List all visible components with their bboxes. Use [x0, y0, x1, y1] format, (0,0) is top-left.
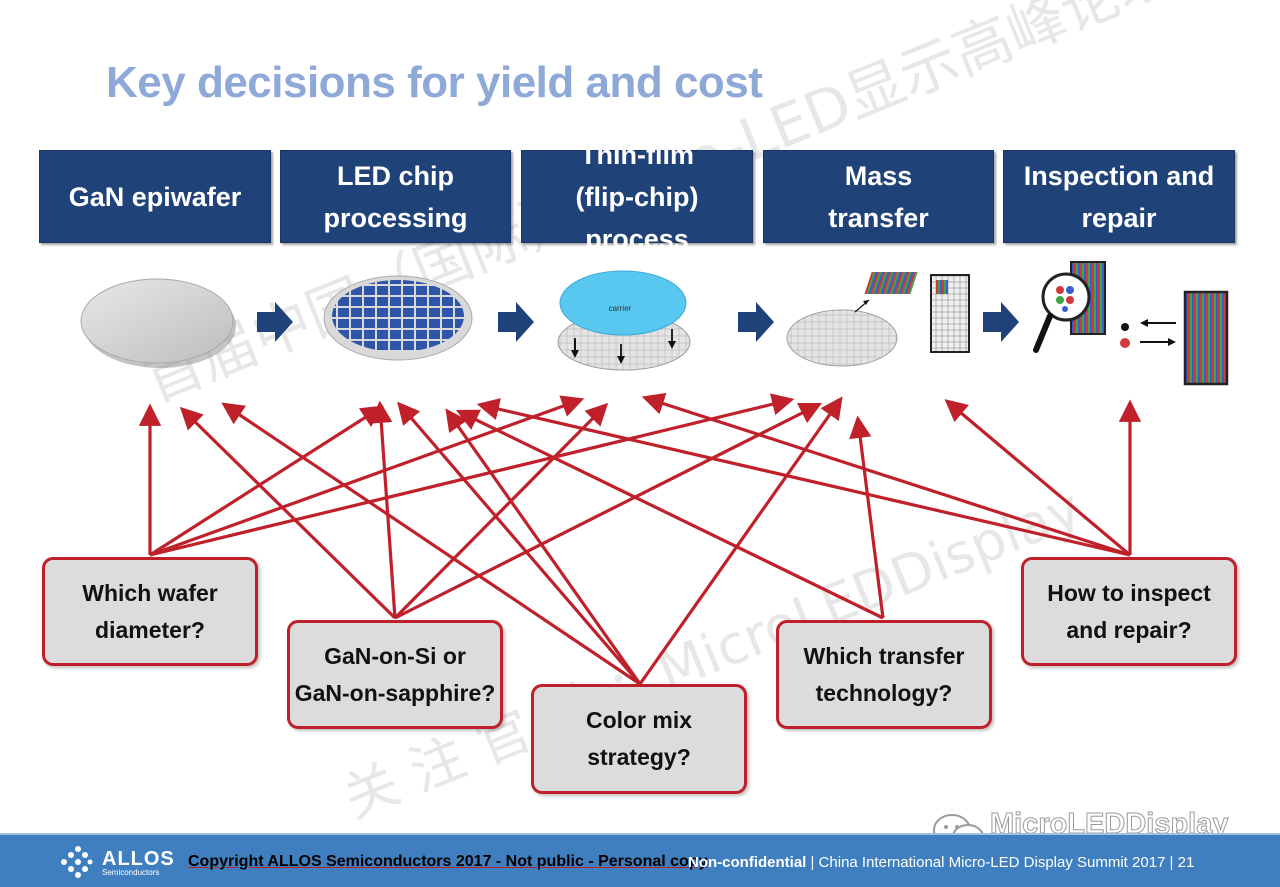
- step-label: Inspection and repair: [1023, 160, 1215, 233]
- decision-label: Which transfer technology?: [803, 642, 965, 706]
- step-label: Thin-film (flip-chip) process: [575, 139, 699, 254]
- allos-logo: ALLOS: [102, 848, 175, 870]
- flow-arrow-icon: [498, 302, 534, 342]
- decision-inspect-repair: How to inspect and repair?: [1021, 557, 1237, 666]
- decision-substrate: GaN-on-Si or GaN-on-sapphire?: [287, 620, 503, 729]
- decision-color-mix: Color mix strategy?: [531, 684, 747, 794]
- footer-stripe: [0, 833, 1280, 836]
- allos-logo-icon: [61, 846, 93, 878]
- step-label: Mass transfer: [828, 160, 929, 233]
- step-inspection-repair: Inspection and repair: [1003, 150, 1235, 243]
- step-led-chip-processing: LED chip processing: [280, 150, 511, 243]
- footer-info: Non-confidential | China International M…: [688, 854, 1194, 871]
- decision-label: GaN-on-Si or GaN-on-sapphire?: [294, 642, 496, 706]
- decision-arrows: [138, 392, 1142, 686]
- decision-transfer-technology: Which transfer technology?: [776, 620, 992, 729]
- epiwafer-illustration: [80, 278, 236, 368]
- step-thin-film-process: Thin-film (flip-chip) process: [521, 140, 753, 254]
- step-label: GaN epiwafer: [68, 181, 242, 212]
- copyright-notice: Copyright ALLOS Semiconductors 2017 - No…: [188, 853, 708, 870]
- step-mass-transfer: Mass transfer: [763, 150, 994, 243]
- flow-arrow-icon: [738, 302, 774, 342]
- classification-label: Non-confidential: [688, 854, 807, 871]
- decision-wafer-diameter: Which wafer diameter?: [42, 557, 258, 666]
- event-label: | China International Micro-LED Display …: [806, 854, 1195, 871]
- decision-label: Color mix strategy?: [585, 707, 693, 770]
- flipchip-illustration: carrier: [557, 270, 691, 371]
- allos-logo-subtitle: Semiconductors: [102, 868, 160, 877]
- slide-title: Key decisions for yield and cost: [106, 58, 763, 107]
- decision-label: Which wafer diameter?: [82, 579, 218, 643]
- step-label: LED chip processing: [323, 160, 468, 233]
- mass-transfer-illustration: [786, 272, 970, 367]
- footer-bar: [0, 835, 1280, 887]
- inspection-illustration: [1033, 261, 1229, 386]
- chip-wafer-illustration: [323, 275, 473, 361]
- flow-arrow-icon: [983, 302, 1019, 342]
- decision-label: How to inspect and repair?: [1047, 579, 1211, 643]
- carrier-label: carrier: [609, 304, 632, 313]
- step-gan-epiwafer: GaN epiwafer: [39, 150, 271, 243]
- flow-arrow-icon: [257, 302, 293, 342]
